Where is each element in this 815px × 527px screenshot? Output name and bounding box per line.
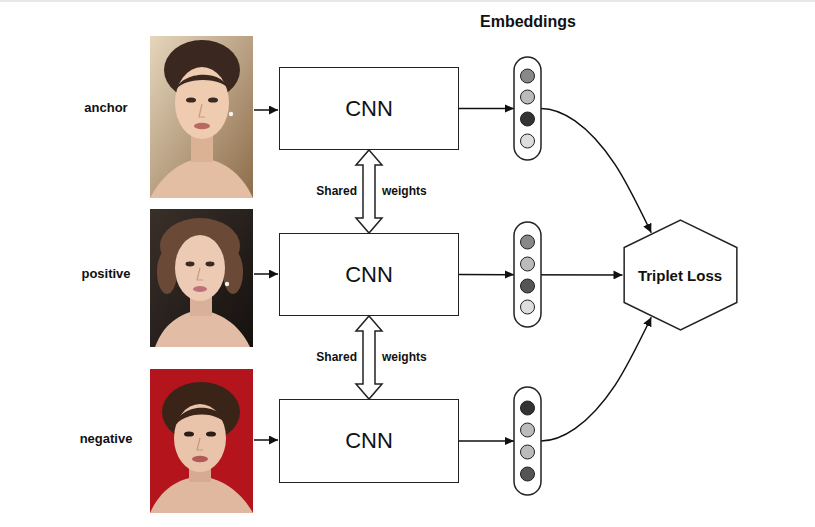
positive-photo — [150, 209, 253, 347]
box-label: CNN — [345, 428, 393, 454]
embedding-arrowhead — [505, 105, 514, 113]
input-arrow — [254, 273, 278, 275]
flow-arrow — [459, 317, 651, 441]
shared-weights-label: Shared — [316, 184, 357, 198]
embedding-vector — [514, 57, 541, 160]
embedding-vector — [514, 387, 541, 495]
flow-arrow — [459, 109, 651, 233]
column-heading: Embeddings — [480, 13, 576, 31]
input-arrow — [254, 439, 278, 441]
shared-weights-arrow — [356, 150, 382, 233]
top-rule — [0, 1, 815, 2]
cnn-box: CNN — [279, 67, 459, 150]
cnn-box: CNN — [279, 233, 459, 316]
input-arrow — [254, 109, 278, 111]
loss-hexagon: Triplet Loss — [623, 219, 738, 331]
shared-weights-arrow — [356, 316, 382, 399]
anchor-photo — [150, 36, 253, 198]
shared-weights-label: weights — [382, 350, 427, 364]
embedding-vector — [514, 222, 541, 327]
input-label: negative — [80, 431, 133, 446]
negative-photo — [150, 369, 253, 513]
box-label: CNN — [345, 262, 393, 288]
shared-weights-label: Shared — [316, 350, 357, 364]
embedding-arrowhead — [505, 437, 514, 445]
input-label: anchor — [84, 100, 127, 115]
shared-weights-label: weights — [382, 184, 427, 198]
embedding-arrowhead — [505, 271, 514, 279]
cnn-box: CNN — [279, 399, 459, 483]
loss-label: Triplet Loss — [638, 267, 722, 284]
box-label: CNN — [345, 96, 393, 122]
input-label: positive — [81, 266, 130, 281]
